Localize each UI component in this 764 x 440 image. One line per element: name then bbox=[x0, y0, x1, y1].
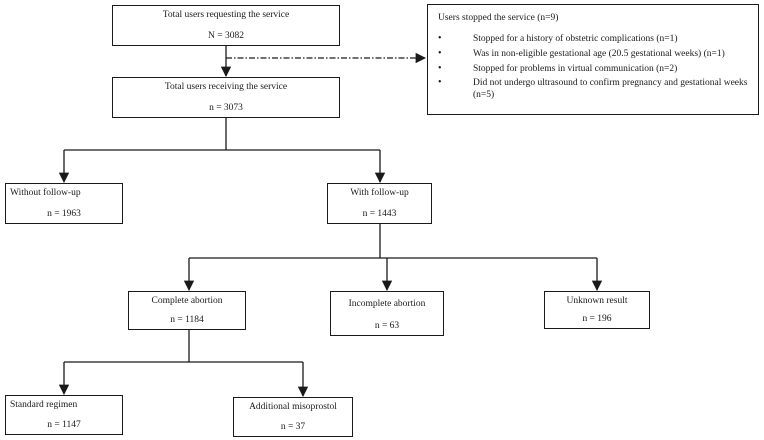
box-count: N = 3082 bbox=[208, 30, 244, 41]
box-count: n = 63 bbox=[374, 320, 400, 331]
reason-text: Stopped for problems in virtual communic… bbox=[473, 63, 678, 74]
box-count: n = 37 bbox=[280, 421, 306, 432]
reason-text: Stopped for a history of obstetric compl… bbox=[473, 34, 678, 45]
box-total-requesting: Total users requesting the service N = 3… bbox=[112, 5, 340, 46]
box-title: Incomplete abortion bbox=[348, 299, 426, 309]
box-count: n = 1443 bbox=[362, 208, 397, 219]
box-count: n = 1963 bbox=[47, 208, 81, 219]
stopped-title: Users stopped the service (n=9) bbox=[438, 13, 559, 23]
box-count: n = 1184 bbox=[170, 314, 204, 325]
bullet-icon: • bbox=[438, 47, 442, 59]
box-title: Additional misoprostol bbox=[249, 402, 337, 412]
box-complete-abortion: Complete abortion n = 1184 bbox=[128, 291, 246, 330]
box-title: With follow-up bbox=[350, 188, 409, 198]
list-item: • Stopped for a history of obstetric comp… bbox=[436, 33, 750, 46]
box-standard-regimen: Standard regimen n = 1147 bbox=[5, 395, 123, 435]
box-count: n = 1147 bbox=[47, 419, 81, 430]
box-title: Total users requesting the service bbox=[162, 10, 290, 20]
box-unknown-result: Unknown result n = 196 bbox=[544, 291, 650, 329]
list-item: • Was in non-eligible gestational age (20… bbox=[436, 47, 750, 61]
bullet-icon: • bbox=[438, 62, 442, 74]
box-without-followup: Without follow-up n = 1963 bbox=[5, 183, 123, 224]
list-item: • Did not undergo ultrasound to confirm p… bbox=[436, 77, 750, 101]
box-title: Total users receiving the service bbox=[164, 82, 288, 92]
box-with-followup: With follow-up n = 1443 bbox=[327, 183, 432, 224]
box-count: n = 196 bbox=[582, 313, 612, 324]
box-additional-misoprostol: Additional misoprostol n = 37 bbox=[233, 397, 353, 437]
box-title: Standard regimen bbox=[10, 400, 78, 410]
box-title: Unknown result bbox=[566, 296, 628, 306]
box-count: n = 3073 bbox=[209, 102, 243, 113]
stopped-reasons-list: • Stopped for a history of obstetric comp… bbox=[436, 33, 750, 101]
box-total-receiving: Total users receiving the service n = 30… bbox=[112, 77, 340, 118]
box-title: Without follow-up bbox=[10, 188, 81, 198]
bullet-icon: • bbox=[438, 33, 442, 45]
bullet-icon: • bbox=[438, 77, 442, 89]
box-incomplete-abortion: Incomplete abortion n = 63 bbox=[330, 291, 444, 336]
reason-text: Was in non-eligible gestational age (20.… bbox=[473, 48, 725, 59]
box-stopped-service: Users stopped the service (n=9) • Stopped… bbox=[427, 4, 759, 115]
reason-text: Did not undergo ultrasound to confirm pr… bbox=[473, 78, 748, 100]
list-item: • Stopped for problems in virtual communi… bbox=[436, 62, 750, 76]
box-title: Complete abortion bbox=[151, 296, 223, 306]
